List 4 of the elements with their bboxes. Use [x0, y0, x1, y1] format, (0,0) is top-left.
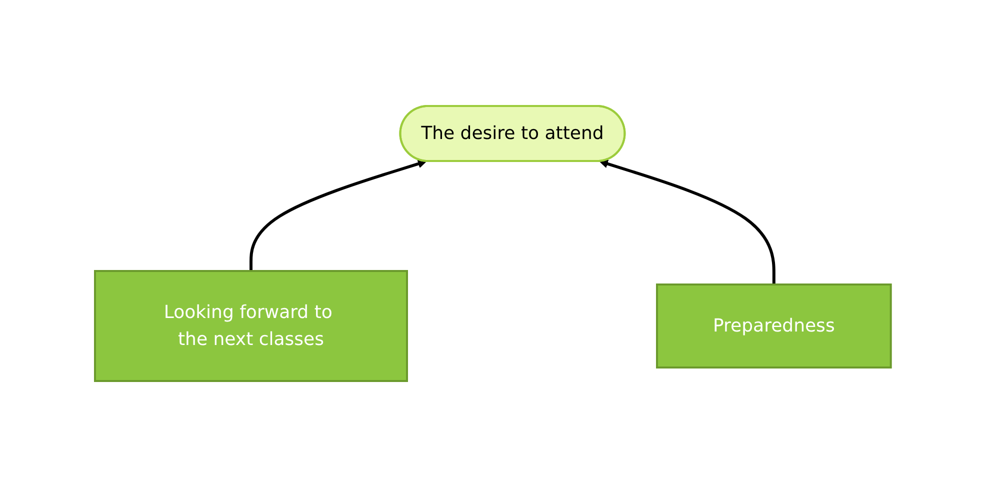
arrow — [600, 159, 776, 284]
arrow — [250, 159, 427, 270]
node-box: Looking forward to the next classes — [94, 270, 408, 382]
node-box: Preparedness — [656, 283, 892, 368]
